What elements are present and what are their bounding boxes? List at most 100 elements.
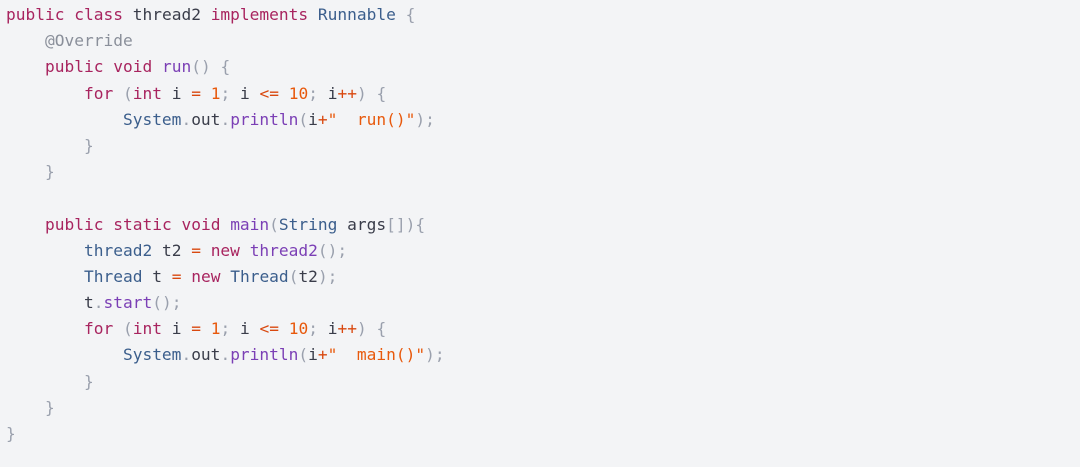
code-token: 1 [210,319,221,339]
code-token [201,84,211,103]
code-token: = [191,319,201,339]
code-token: ( [288,266,299,286]
code-token: } [44,397,55,417]
code-token: ); [425,345,445,365]
code-token: int [132,319,162,339]
code-token: . [181,345,192,365]
code-line: public void run() { [6,54,1080,80]
code-token: ++ [337,83,357,103]
code-token: 10 [288,83,309,103]
code-line: } [6,421,1080,447]
code-token: t [6,293,94,313]
code-token: " run()" [327,109,416,129]
code-token: } [83,371,94,391]
code-token [103,215,113,234]
code-token: { [220,57,231,77]
code-token: println [230,345,299,365]
code-token: { [415,214,426,234]
code-token [279,84,289,103]
code-token: ( [298,345,309,365]
code-token: 1 [210,83,221,103]
code-token: Runnable [317,5,396,24]
code-token: { [405,5,416,24]
code-line: } [6,369,1080,395]
code-token: . [181,109,192,129]
code-line: } [6,159,1080,185]
code-token [6,319,84,338]
code-token: } [83,135,94,155]
code-token: System [122,109,182,129]
code-token: ); [317,266,338,286]
code-token: []) [386,214,416,234]
code-token [64,5,74,24]
code-token [279,319,289,338]
code-line: public static void main(String args[]){ [6,212,1080,238]
code-token: = [171,266,182,286]
code-token [367,84,377,103]
code-token [6,84,84,103]
code-token [220,267,230,286]
code-line: System.out.println(i+" run()"); [6,107,1080,133]
code-token: " main()" [327,345,426,365]
code-token: ; [308,83,318,103]
code-token: System [122,345,182,365]
code-line: System.out.println(i+" main()"); [6,342,1080,368]
code-token [308,5,318,24]
code-token: i [308,109,318,129]
code-listing: public class thread2 implements Runnable… [6,2,1080,447]
code-token: ); [415,109,435,129]
code-token [6,241,84,260]
code-token: new [210,240,240,260]
code-token: args [337,214,387,234]
code-token [6,398,45,417]
code-token [6,267,84,286]
code-token: i [317,83,338,103]
code-line: } [6,395,1080,421]
code-token [172,215,182,234]
code-token: for [83,83,114,103]
code-token: public [44,57,104,77]
code-token [211,57,221,76]
code-token: = [191,83,201,103]
code-token: } [6,424,16,443]
code-line: } [6,133,1080,159]
code-token: i [161,83,192,103]
code-token: thread2 [122,5,211,24]
code-token: new [191,266,221,286]
code-token: ( [122,319,133,339]
code-token: ; [220,83,231,103]
code-token: ) [356,83,367,103]
code-token: static [113,214,172,234]
code-token: Thread [83,266,143,286]
code-token [367,319,377,338]
code-token [6,162,45,181]
code-token: @Override [44,31,133,51]
code-token: thread2 [83,240,153,260]
code-line: thread2 t2 = new thread2(); [6,238,1080,264]
code-token: thread2 [249,240,318,260]
code-token: i [230,319,260,339]
code-token: + [317,345,328,365]
code-token: { [376,83,387,103]
code-token: public [44,214,104,234]
code-token [113,84,123,103]
code-token [201,241,211,260]
code-line: t.start(); [6,290,1080,316]
code-token: ( [269,214,279,234]
code-token: void [181,214,221,234]
code-token [6,136,84,155]
code-token: = [191,240,201,260]
code-token: ++ [337,319,357,339]
code-token [113,319,123,338]
code-token: Thread [230,266,289,286]
code-token: ; [220,319,231,339]
code-token: println [230,109,299,129]
code-token: run [161,57,192,77]
code-token: ; [308,319,318,339]
code-token: { [376,319,387,339]
code-token [6,31,45,50]
code-token: . [93,293,104,313]
code-token: () [191,57,211,77]
code-token: i [230,83,260,103]
